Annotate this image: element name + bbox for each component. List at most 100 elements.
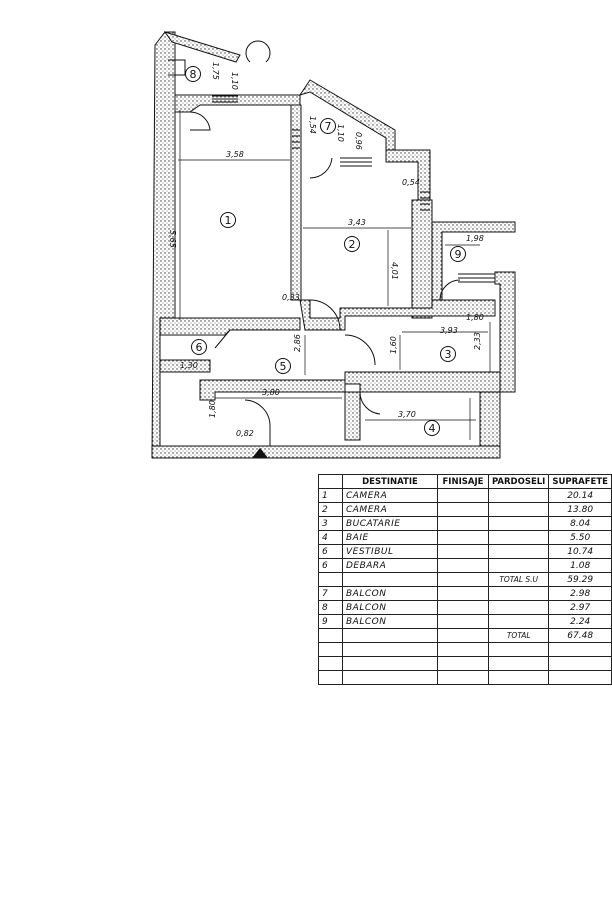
room-finish (436, 586, 489, 601)
row-number (318, 656, 343, 671)
room-marker-circle (185, 66, 201, 82)
windows (212, 95, 495, 283)
room-area: 10.74 (548, 544, 612, 559)
room-destination (341, 670, 438, 685)
room-number-2: 2 (349, 238, 356, 251)
room-area (548, 656, 612, 671)
dim-label: 3,80 (262, 388, 280, 397)
door-entrance (244, 399, 271, 446)
window-room-2 (420, 191, 430, 211)
row-number (318, 642, 343, 657)
room-number-3: 3 (445, 348, 452, 361)
dim-label: 1,98 (466, 234, 484, 243)
table-row (318, 642, 612, 657)
dim-label: 3,43 (348, 218, 366, 227)
dim-label: 1,60 (389, 336, 398, 354)
room-markers (185, 66, 466, 436)
room-destination: CAMERA (341, 502, 438, 517)
room-flooring (487, 488, 550, 503)
room-flooring (487, 544, 550, 559)
dim-label: 3,58 (226, 150, 244, 159)
dim-label: 2,33 (473, 332, 482, 350)
room-destination: BUCATARIE (341, 516, 438, 531)
room-number-5: 5 (280, 360, 287, 373)
room-destination (341, 572, 438, 587)
room-flooring (487, 614, 550, 629)
room-flooring (487, 642, 550, 657)
room-area: 8.04 (548, 516, 612, 531)
room-destination: BAIE (341, 530, 438, 545)
dim-label: 0,96 (354, 132, 363, 150)
dim-label: 1,10 (336, 124, 345, 142)
window-room-1 (212, 95, 238, 106)
dim-label: 5,65 (168, 230, 177, 248)
room-flooring (487, 530, 550, 545)
wall-room-4-right (479, 391, 501, 447)
wall-room-2-bottom (299, 299, 496, 331)
wall-room-4-left (344, 391, 361, 441)
table-header-nr (318, 474, 343, 489)
table-row (318, 670, 612, 685)
row-number: 2 (318, 502, 343, 517)
door-room-4 (359, 391, 381, 415)
row-number: 1 (318, 488, 343, 503)
row-number: 4 (318, 530, 343, 545)
balcony-8-curve (245, 40, 271, 63)
room-flooring (487, 600, 550, 615)
dim-label: 0,54 (402, 178, 420, 187)
dim-label: 3,70 (398, 410, 416, 419)
room-destination: VESTIBUL (341, 544, 438, 559)
floor-plan: 3,58 5,65 3,43 4,01 1,98 1,80 3,93 2,33 … (151, 31, 516, 459)
room-destination (341, 656, 438, 671)
total-area: 59.29 (548, 572, 612, 587)
dim-label: 0,33 (282, 293, 300, 302)
table-header-pardoseli: PARDOSELI (487, 474, 550, 489)
door-room-8 (189, 111, 211, 131)
room-area: 13.80 (548, 502, 612, 517)
balcony-8-outline (168, 59, 186, 76)
room-finish (436, 544, 489, 559)
room-finish (436, 614, 489, 629)
room-finish (436, 656, 489, 671)
room-flooring (487, 502, 550, 517)
room-flooring (487, 656, 550, 671)
dimension-lines (178, 110, 491, 440)
wall-room-5-bottom (199, 379, 346, 401)
wall-balcony-8-top (163, 31, 241, 63)
door-room-9 (439, 279, 461, 301)
room-destination (341, 628, 438, 643)
room-finish (436, 516, 489, 531)
dim-label: 1,30 (180, 361, 198, 370)
row-number (318, 572, 343, 587)
dim-label: 4,01 (390, 262, 399, 280)
room-flooring (487, 516, 550, 531)
room-flooring (487, 670, 550, 685)
total-label: TOTAL S.U (487, 572, 550, 587)
room-destination (341, 642, 438, 657)
room-number-4: 4 (429, 422, 436, 435)
room-finish (436, 502, 489, 517)
room-area: 5.50 (548, 530, 612, 545)
table-header-row: DESTINATIE FINISAJE PARDOSELI SUPRAFETE (318, 474, 612, 489)
door-swings (168, 40, 461, 446)
room-number-9: 9 (455, 248, 462, 261)
room-destination: BALCON (341, 586, 438, 601)
room-area-table: DESTINATIE FINISAJE PARDOSELI SUPRAFETE … (318, 474, 612, 685)
room-area (548, 642, 612, 657)
dim-label: 1,75 (211, 62, 220, 80)
room-number-7: 7 (325, 120, 332, 133)
wall-left (151, 31, 176, 459)
room-number-1: 1 (225, 214, 232, 227)
room-marker-circle (275, 358, 291, 374)
room-area: 2.98 (548, 586, 612, 601)
room-finish (436, 628, 489, 643)
row-number: 8 (318, 600, 343, 615)
table-row (318, 656, 612, 671)
room-area: 20.14 (548, 488, 612, 503)
room-number-6: 6 (196, 341, 203, 354)
total-label: TOTAL (487, 628, 550, 643)
